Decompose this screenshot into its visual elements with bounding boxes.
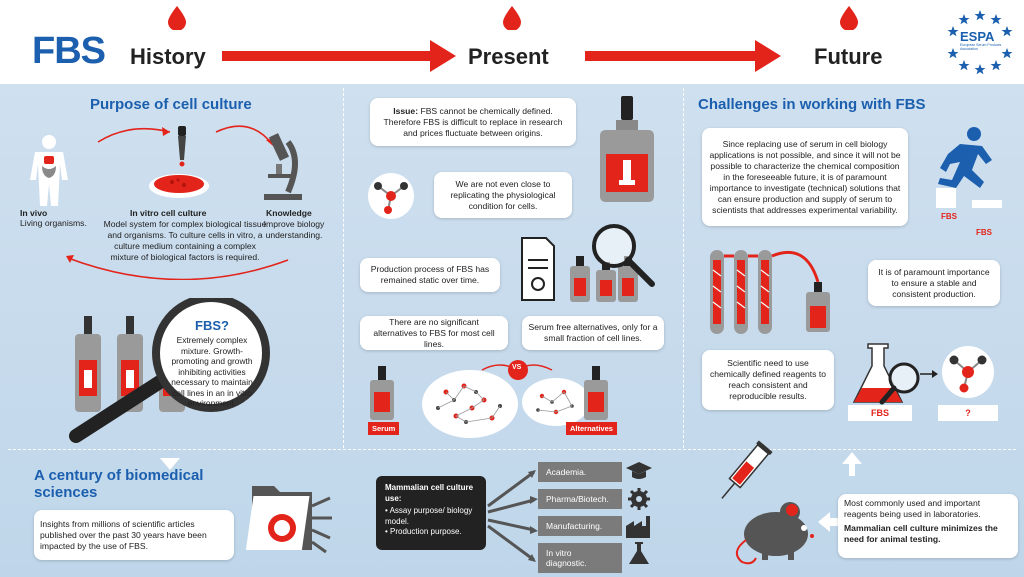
serum-tag: Serum — [368, 422, 400, 435]
knowledge-title: Knowledge — [266, 208, 312, 218]
cycle-arrows — [66, 125, 289, 280]
gear-icon — [628, 488, 650, 510]
purpose-title: Purpose of cell culture — [90, 96, 252, 113]
stage-history: History — [130, 44, 206, 69]
stage-future: Future — [814, 44, 883, 69]
fbs-tag-b: FBS — [976, 228, 992, 237]
knowledge-text: Improve biology understanding. — [263, 219, 325, 240]
timeline-arrowhead-1 — [430, 40, 456, 72]
divider — [343, 88, 344, 448]
animal-bold: Mammalian cell culture minimizes the nee… — [844, 523, 998, 544]
mammalian-item: Production purpose. — [390, 527, 462, 536]
future-title: Challenges in working with FBS — [698, 96, 926, 113]
timeline-arrow-1 — [222, 51, 430, 61]
issue-text: FBS cannot be chemically defined. Theref… — [383, 105, 563, 138]
fbs-lens-title: FBS? — [195, 318, 229, 333]
runner-hurdle-icon — [936, 127, 1002, 208]
production-card: Production process of FBS has remained s… — [360, 258, 500, 292]
data-folder-icon — [246, 486, 332, 554]
reagents-text: Scientific need to use chemically define… — [709, 358, 827, 401]
use-diagnostic: In vitro diagnostic. — [538, 543, 622, 573]
fbs-tag-a: FBS — [941, 212, 957, 221]
question-tag: ? — [938, 405, 998, 421]
stage-present: Present — [468, 44, 549, 69]
logo-subtext: European Serum Products Association — [960, 43, 1002, 51]
animal-text: Most commonly used and important reagent… — [844, 498, 981, 519]
graduation-cap-icon — [626, 462, 652, 479]
stable-text: It is of paramount importance to ensure … — [878, 266, 990, 299]
challenge-card: Since replacing use of serum in cell bio… — [702, 128, 908, 226]
blood-drop-icon — [168, 6, 186, 30]
up-arrow-shaft — [849, 464, 855, 476]
mammalian-item: Assay purpose/ biology model. — [385, 506, 473, 526]
brand-title: FBS — [32, 30, 106, 72]
logo-text: ESPA — [960, 29, 995, 44]
use-pharma: Pharma/Biotech. — [538, 489, 622, 509]
document-magnifier-icon — [521, 224, 655, 302]
factory-icon — [626, 516, 650, 538]
serum-free-text: Serum free alternatives, only for a smal… — [528, 322, 658, 343]
divider — [8, 449, 1016, 450]
issue-label: Issue: — [393, 105, 419, 116]
up-arrow-icon — [842, 452, 862, 464]
stable-card: It is of paramount importance to ensure … — [868, 260, 1000, 306]
use-academia: Academia. — [538, 462, 622, 482]
no-alt-text: There are no significant alternatives to… — [373, 316, 495, 349]
timeline-arrow-2 — [585, 51, 755, 61]
production-text: Production process of FBS has remained s… — [370, 264, 490, 285]
in-vitro-title: In vitro cell culture — [130, 208, 207, 218]
magnifier-icon — [69, 298, 270, 443]
blood-drop-icon — [503, 6, 521, 30]
divider — [683, 88, 684, 448]
no-alt-card: There are no significant alternatives to… — [360, 316, 508, 350]
fbs-lens: FBS? Extremely complex mixture. Growth-p… — [166, 318, 258, 409]
header: FBS History Present Future ESPA European… — [0, 0, 1024, 84]
century-title: A century of biomedical sciences — [34, 467, 204, 501]
physio-card: We are not even close to replicating the… — [434, 172, 572, 218]
alternatives-tag: Alternatives — [566, 422, 617, 435]
espa-logo — [947, 10, 1013, 75]
century-text: Insights from millions of scientific art… — [40, 518, 207, 551]
left-arrow-icon — [818, 512, 840, 532]
fan-arrows — [487, 470, 538, 562]
mammalian-box: Mammalian cell culture use: • Assay purp… — [376, 476, 486, 550]
fbs-tag-c: FBS — [848, 405, 912, 421]
vs-label: VS — [512, 364, 522, 371]
animal-card: Most commonly used and important reagent… — [838, 494, 1018, 558]
in-vitro-text: Model system for complex biological tiss… — [103, 219, 267, 262]
century-card: Insights from millions of scientific art… — [34, 510, 234, 560]
molecule-icon — [368, 173, 414, 219]
timeline-arrowhead-2 — [755, 40, 781, 72]
syringe-mouse-icon — [721, 440, 814, 565]
fbs-lens-text: Extremely complex mixture. Growth-promot… — [171, 335, 253, 408]
flask-molecule-icon — [852, 343, 994, 405]
in-vivo-text: Living organisms. — [20, 218, 87, 228]
use-manufacturing: Manufacturing. — [538, 516, 622, 536]
production-apparatus-icon — [710, 250, 830, 334]
flask-icon — [629, 542, 649, 564]
serum-bottle-icon — [600, 96, 654, 202]
issue-card: Issue: FBS cannot be chemically defined.… — [370, 98, 576, 146]
blood-drop-icon — [840, 6, 858, 30]
reagents-card: Scientific need to use chemically define… — [702, 350, 834, 410]
mammalian-heading: Mammalian cell culture use: — [385, 483, 474, 503]
data-label: DATA — [258, 504, 277, 511]
down-arrow-icon — [160, 458, 180, 470]
microscope-icon — [264, 133, 302, 200]
physio-text: We are not even close to replicating the… — [450, 178, 556, 211]
petri-dish-icon — [149, 126, 209, 198]
serum-vs-alternatives-illustration — [370, 360, 608, 438]
challenge-text: Since replacing use of serum in cell bio… — [709, 138, 901, 215]
in-vivo-title: In vivo — [20, 208, 48, 218]
human-body-icon — [30, 135, 68, 206]
serum-free-card: Serum free alternatives, only for a smal… — [522, 316, 664, 350]
